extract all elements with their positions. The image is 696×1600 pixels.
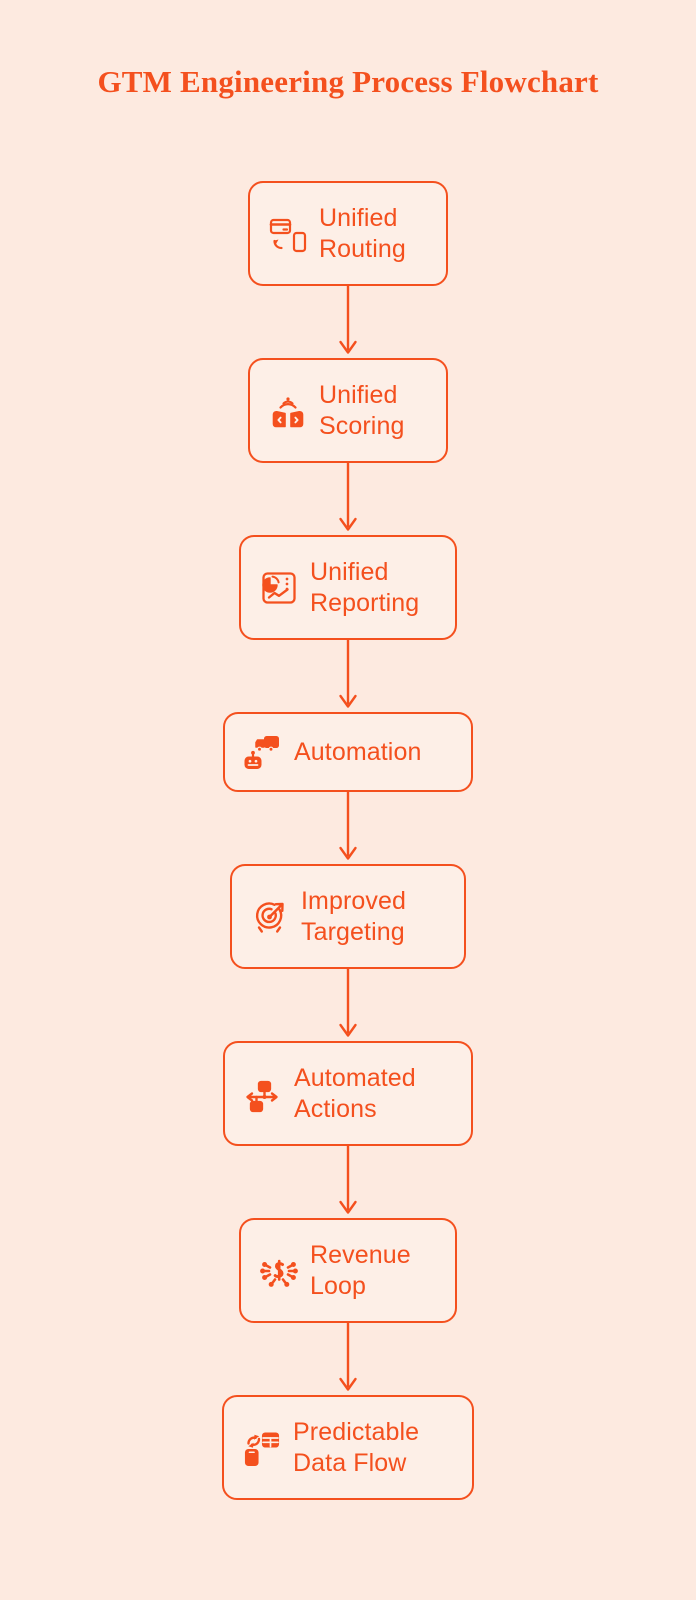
flow-connector-2 [328,463,368,535]
flow-node-label: Automation [294,737,422,766]
flow-node-unified-scoring[interactable]: Unified Scoring [248,358,448,463]
flow-node-label: Improved Targeting [301,887,407,946]
flow-node-label: Unified Reporting [310,558,420,617]
flow-connector-1 [328,286,368,358]
flow-connector-3 [328,640,368,712]
phone-sync-table-icon [242,1428,282,1468]
revenue-network-icon [259,1251,299,1291]
flow-node-label: Revenue Loop [310,1241,411,1300]
flow-node-label: Unified Routing [319,204,406,263]
flowchart-container: Unified Routing Unified Scoring [0,181,696,1500]
workflow-branch-icon [243,1074,283,1114]
flow-node-automation[interactable]: Automation [223,712,473,792]
flow-node-unified-reporting[interactable]: Unified Reporting [239,535,457,640]
flow-node-label: Automated Actions [294,1064,416,1123]
report-chart-icon [259,568,299,608]
signal-scoring-icon [268,391,308,431]
flow-node-unified-routing[interactable]: Unified Routing [248,181,448,286]
flow-node-label: Unified Scoring [319,381,405,440]
flow-node-predictable-data-flow[interactable]: Predictable Data Flow [222,1395,474,1500]
flow-connector-7 [328,1323,368,1395]
flow-node-revenue-loop[interactable]: Revenue Loop [239,1218,457,1323]
robot-truck-icon [243,732,283,772]
flow-connector-5 [328,969,368,1041]
flow-node-automated-actions[interactable]: Automated Actions [223,1041,473,1146]
flow-connector-6 [328,1146,368,1218]
flow-connector-4 [328,792,368,864]
page-title: GTM Engineering Process Flowchart [97,64,599,99]
flow-node-label: Predictable Data Flow [293,1418,420,1477]
target-arrow-icon [250,897,290,937]
card-and-phone-routing-icon [268,214,308,254]
flow-node-improved-targeting[interactable]: Improved Targeting [230,864,466,969]
